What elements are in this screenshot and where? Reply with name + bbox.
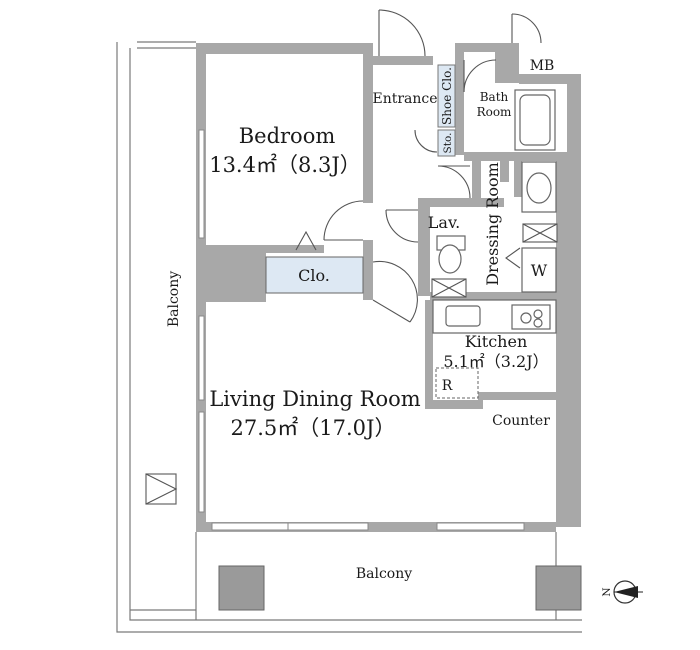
washbasin xyxy=(521,161,557,213)
entrance-label: Entrance xyxy=(372,91,437,107)
washer-label: W xyxy=(531,261,548,280)
washer-box xyxy=(521,247,557,293)
shoe-closet-box xyxy=(437,64,456,128)
kitchen-area: 5.1㎡（3.2J） xyxy=(443,352,548,371)
balcony-bottom-label: Balcony xyxy=(356,566,412,582)
kitchen-label: Kitchen xyxy=(465,332,528,351)
dressing-room-label: Dressing Room xyxy=(483,162,502,286)
kitchen-counter xyxy=(432,299,557,334)
compass-north-label: N xyxy=(601,587,613,596)
bath-label-2: Room xyxy=(477,105,512,119)
balcony-pillar-left xyxy=(218,565,265,611)
balcony-pillar-right xyxy=(535,565,582,611)
fridge-box xyxy=(435,367,479,399)
storage-box xyxy=(437,129,456,157)
windows xyxy=(198,129,525,531)
compass-icon xyxy=(613,580,643,604)
bathtub xyxy=(514,89,556,151)
closet xyxy=(265,230,364,294)
doors xyxy=(323,9,542,323)
shafts xyxy=(431,223,558,298)
bedroom-label: Bedroom xyxy=(239,124,336,148)
fridge-label: R xyxy=(442,378,453,394)
meter-box-label: MB xyxy=(530,58,555,74)
closet-label: Clo. xyxy=(298,266,330,285)
ldr-area: 27.5㎡（17.0J） xyxy=(231,416,396,440)
toilet xyxy=(436,235,466,274)
lavatory-label: Lav. xyxy=(428,213,460,232)
balcony-drain xyxy=(145,473,178,505)
bedroom-area: 13.4㎡（8.3J） xyxy=(209,153,361,177)
storage-label: Sto. xyxy=(442,133,454,154)
bath-label-1: Bath xyxy=(480,90,509,104)
walls xyxy=(196,43,581,532)
counter-label: Counter xyxy=(492,413,550,429)
shoe-closet-label: Shoe Clo. xyxy=(440,67,454,125)
balcony-side-label: Balcony xyxy=(166,271,182,327)
ldr-label: Living Dining Room xyxy=(209,387,420,411)
